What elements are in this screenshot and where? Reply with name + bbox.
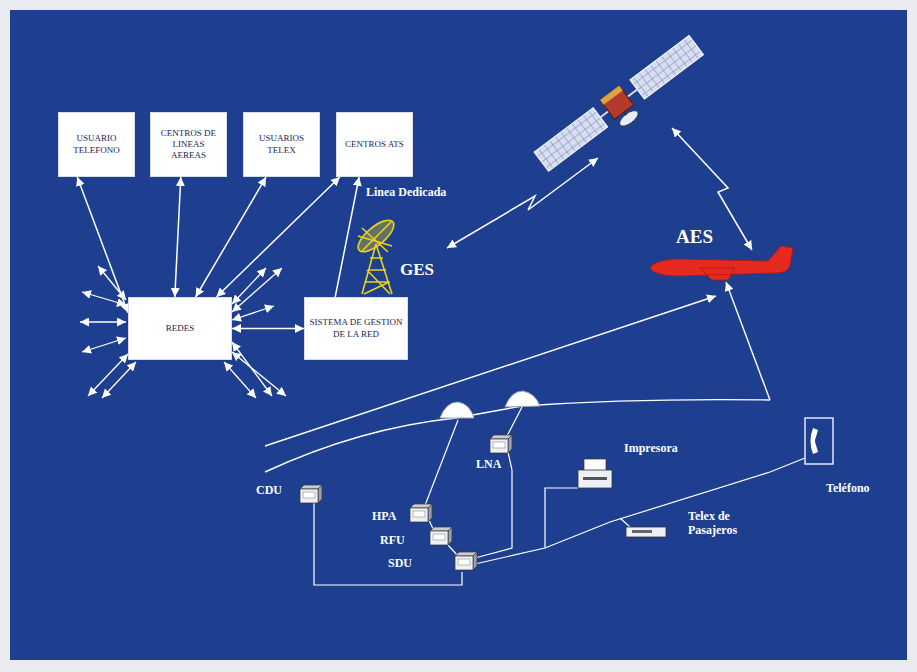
antenna-dome bbox=[440, 402, 474, 418]
rfu-unit bbox=[430, 527, 452, 545]
background-panel bbox=[10, 10, 907, 660]
link-label: Linea Dedicada bbox=[366, 186, 446, 200]
aircraft bbox=[650, 246, 793, 280]
fuselage-lines bbox=[265, 282, 770, 472]
part-label: Telex de Pasajeros bbox=[688, 510, 752, 538]
box-label: REDES bbox=[133, 323, 227, 334]
network-box: SISTEMA DE GESTION DE LA RED bbox=[304, 297, 408, 360]
network-link bbox=[335, 177, 359, 297]
hpa-unit bbox=[410, 504, 432, 522]
satellite-links bbox=[447, 128, 752, 250]
box-label: CENTROS ATS bbox=[341, 139, 408, 150]
part-label: Teléfono bbox=[826, 482, 870, 496]
network-link bbox=[175, 177, 181, 297]
cdu-unit bbox=[300, 485, 322, 503]
part-label: SDU bbox=[388, 557, 412, 571]
box-label: USUARIO TELEFONO bbox=[63, 133, 130, 156]
sdu-unit bbox=[455, 552, 477, 570]
part-label: CDU bbox=[256, 484, 282, 498]
part-label: RFU bbox=[380, 534, 405, 548]
network-box: CENTROS ATS bbox=[336, 112, 413, 177]
wiring bbox=[314, 407, 805, 585]
part-label: HPA bbox=[372, 510, 396, 524]
part-label: LNA bbox=[476, 458, 501, 472]
antenna-dome bbox=[505, 391, 540, 407]
network-link bbox=[216, 177, 339, 297]
network-arrows bbox=[80, 266, 286, 398]
part-label: Impresora bbox=[624, 442, 678, 456]
part-label: AES bbox=[676, 226, 713, 248]
part-label: GES bbox=[400, 260, 434, 280]
telephone bbox=[805, 418, 833, 464]
box-label: USUARIOS TELEX bbox=[248, 133, 315, 156]
ges-antenna bbox=[353, 215, 398, 294]
network-link bbox=[196, 177, 267, 297]
printer bbox=[578, 459, 612, 488]
network-box: USUARIOS TELEX bbox=[243, 112, 320, 177]
passenger-telex bbox=[626, 527, 666, 537]
network-link bbox=[232, 328, 304, 330]
box-label: SISTEMA DE GESTION DE LA RED bbox=[309, 317, 403, 340]
box-label: CENTROS DE LINEAS AEREAS bbox=[155, 128, 222, 162]
lna-unit bbox=[490, 435, 512, 453]
satellite bbox=[533, 34, 710, 180]
network-box: REDES bbox=[128, 297, 232, 360]
network-box: CENTROS DE LINEAS AEREAS bbox=[150, 112, 227, 177]
network-link bbox=[77, 177, 128, 313]
network-box: USUARIO TELEFONO bbox=[58, 112, 135, 177]
